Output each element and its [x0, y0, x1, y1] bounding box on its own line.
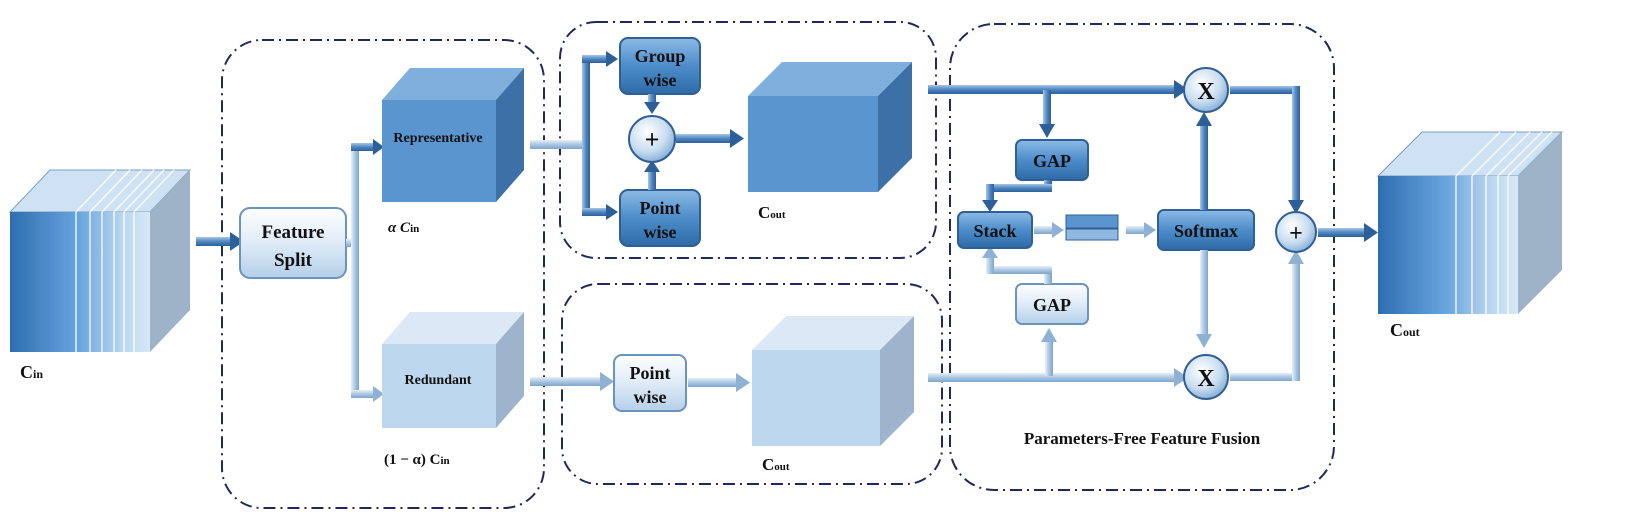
svg-text:wise: wise [634, 387, 667, 407]
frame-split [221, 39, 545, 509]
redundant-caption: (1 − α) Cin [384, 452, 450, 468]
arrow-vector-to-softmax [1126, 222, 1156, 238]
point-wise-top-block: Point wise [619, 189, 701, 247]
svg-text:GAP: GAP [1033, 151, 1071, 171]
arrow-redundant-to-pointwise [530, 372, 614, 391]
representative-cube [382, 68, 524, 202]
arrow-add-to-output [1318, 223, 1378, 242]
svg-text:GAP: GAP [1033, 295, 1071, 315]
svg-text:Point: Point [629, 363, 670, 383]
cout-bottom-cube [752, 316, 914, 446]
gap-to-stack-connectors [982, 180, 1052, 284]
svg-text:Point: Point [639, 198, 680, 218]
frame-representative-path [559, 21, 937, 259]
svg-text:Split: Split [274, 250, 313, 271]
svg-text:wise: wise [644, 70, 677, 90]
svg-text:X: X [1197, 366, 1215, 392]
svg-text:+: + [1289, 221, 1303, 247]
arrow-stack-to-vector [1034, 222, 1064, 238]
arrows-into-plus [644, 94, 660, 190]
svg-text:Softmax: Softmax [1174, 221, 1238, 241]
frame-fusion [949, 23, 1335, 491]
arrow-cout-top-to-multiply [928, 80, 1188, 138]
output-label: Cout [1390, 320, 1420, 340]
representative-caption: α Cin [388, 220, 419, 236]
output-cube [1376, 131, 1564, 314]
arrows-softmax-to-multiply [1196, 112, 1212, 348]
input-label: Cin [20, 362, 43, 382]
split-branches [346, 139, 384, 402]
gap-bottom-block: GAP [1015, 283, 1089, 325]
arrow-cout-bottom-to-multiply [928, 328, 1188, 387]
cout-bottom-label: Cout [762, 455, 790, 474]
arrow-plus-to-cout-top [676, 129, 744, 148]
stack-block: Stack [957, 211, 1033, 249]
multiply-operator-top: X [1183, 67, 1229, 113]
fusion-title: Parameters-Free Feature Fusion [1024, 429, 1261, 448]
svg-text:Group: Group [635, 46, 686, 66]
group-wise-block: Group wise [619, 37, 701, 95]
input-cube [8, 169, 192, 352]
point-wise-bottom-block: Point wise [613, 354, 687, 412]
svg-text:wise: wise [644, 222, 677, 242]
cout-top-cube [748, 62, 912, 192]
gap-top-block: GAP [1015, 139, 1089, 181]
stacked-vector [1065, 214, 1119, 241]
svg-text:Stack: Stack [973, 221, 1016, 241]
cout-top-label: Cout [758, 203, 786, 222]
arrows-multiply-to-add [1230, 86, 1304, 381]
svg-text:+: + [645, 125, 660, 154]
multiply-operator-bottom: X [1183, 354, 1229, 400]
feature-split-block: Feature Split [239, 207, 347, 279]
arrow-input-to-split [196, 232, 244, 251]
add-operator-final: + [1275, 211, 1317, 253]
redundant-cube [382, 312, 524, 428]
representative-label: Representative [393, 131, 482, 146]
arrow-pointwise-to-cout-bottom [688, 373, 750, 392]
redundant-label: Redundant [405, 373, 472, 388]
softmax-block: Softmax [1157, 209, 1255, 251]
add-operator-top: + [628, 115, 676, 163]
svg-text:Feature: Feature [262, 222, 325, 243]
svg-text:X: X [1197, 79, 1215, 105]
arrow-representative-branch [530, 51, 618, 220]
